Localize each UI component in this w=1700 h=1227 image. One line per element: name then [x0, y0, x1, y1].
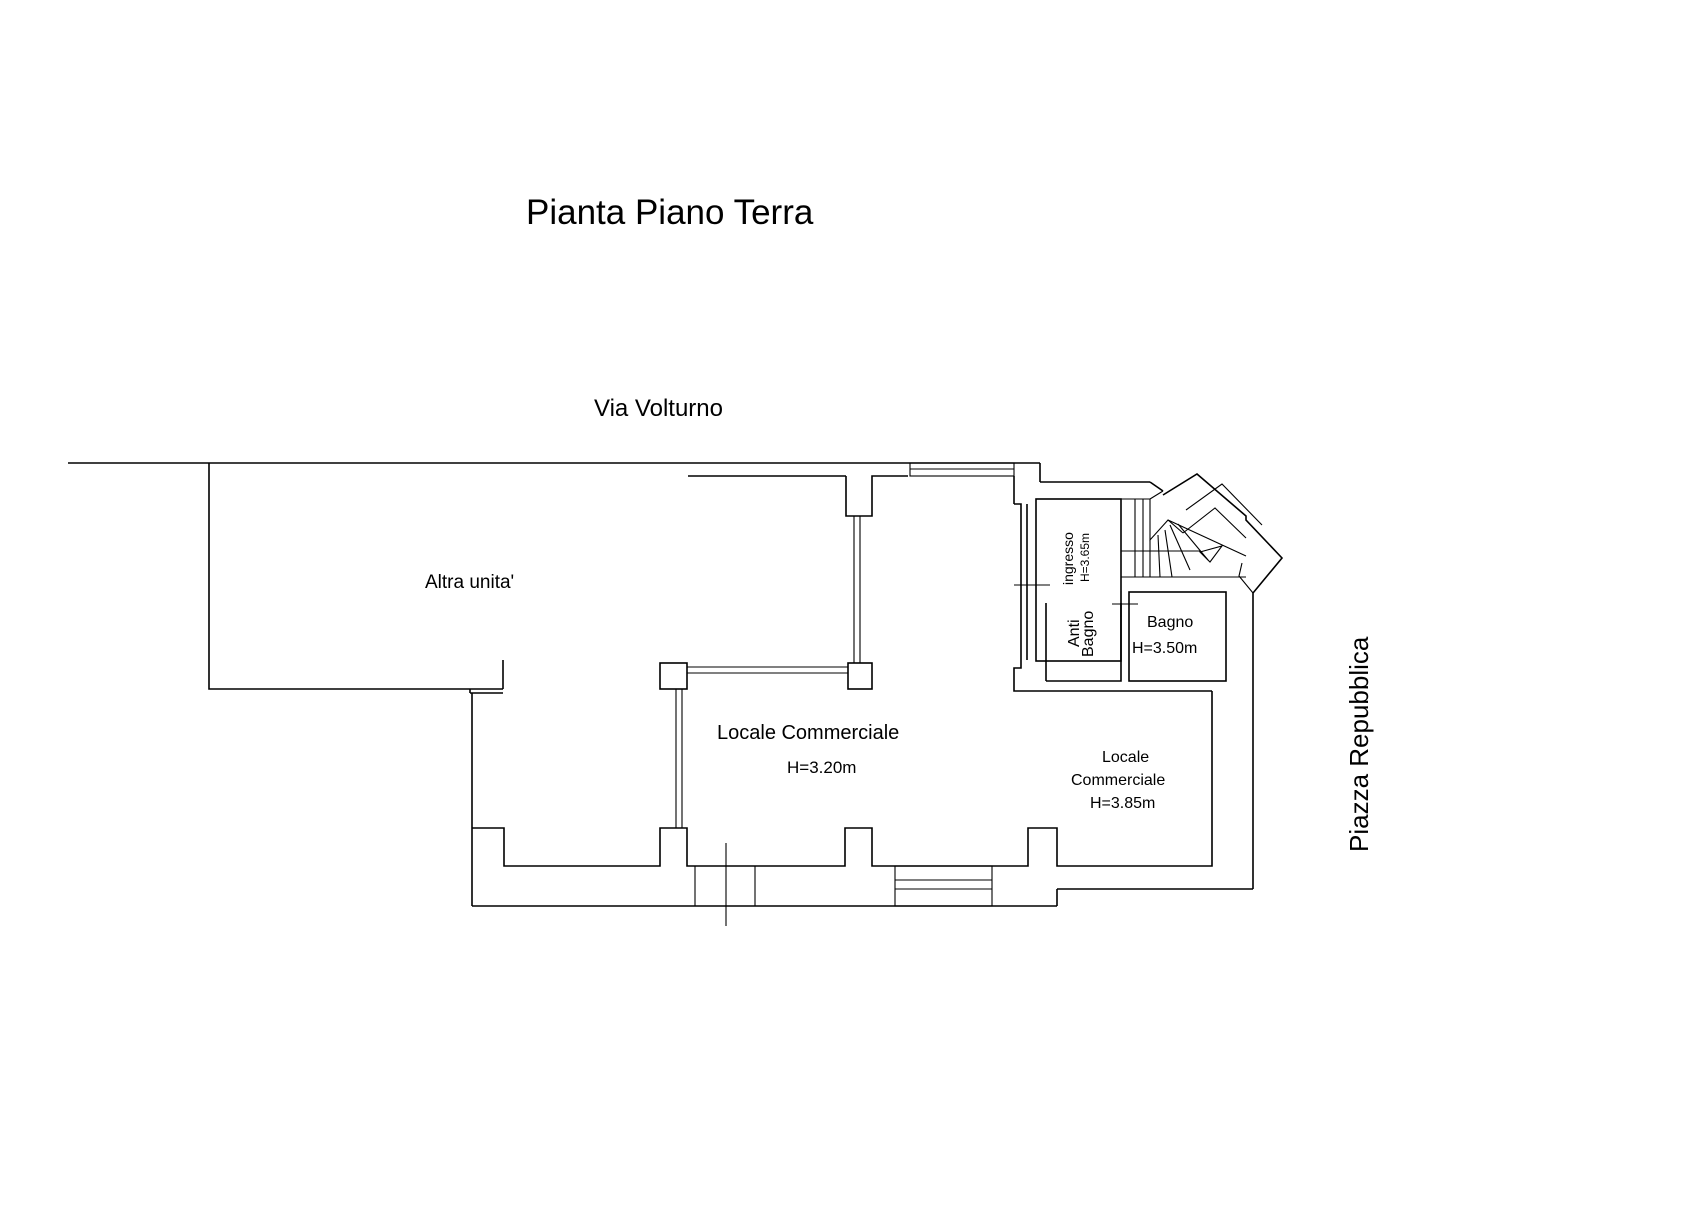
room-label-locale-east-line2: Commerciale [1071, 772, 1165, 789]
room-label-antibagno-line2: Bagno [1080, 611, 1097, 657]
walls [68, 462, 1284, 926]
room-label-locale-east-line1: Locale [1102, 749, 1149, 766]
room-label-locale-commerciale: Locale Commerciale [717, 722, 899, 744]
room-label-bagno: Bagno [1147, 614, 1193, 631]
room-height-locale-commerciale: H=3.20m [787, 758, 856, 777]
room-height-bagno: H=3.50m [1132, 640, 1197, 657]
room-label-altra-unita: Altra unita' [425, 572, 514, 593]
street-label-east: Piazza Repubblica [1344, 636, 1374, 852]
room-label-ingresso: ingresso [1060, 532, 1076, 585]
staircase [1121, 483, 1263, 578]
street-label-north: Via Volturno [594, 395, 723, 422]
room-height-locale-east: H=3.85m [1090, 795, 1155, 812]
room-height-ingresso: H=3.65m [1078, 533, 1092, 582]
room-label-antibagno-line1: Anti [1066, 619, 1083, 647]
plan-title: Pianta Piano Terra [526, 193, 814, 232]
